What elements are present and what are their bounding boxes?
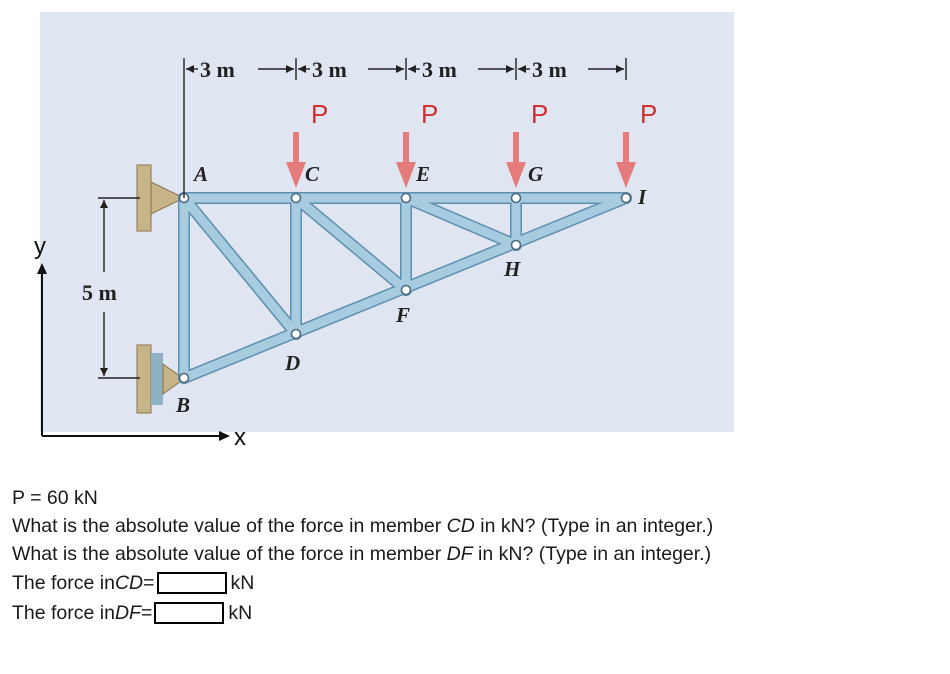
question-1-prefix: What is the absolute value of the force …: [12, 515, 447, 537]
joint-label-h: H: [503, 257, 521, 281]
problem-statement: P = 60 kN What is the absolute value of …: [12, 484, 942, 628]
answer-cd-unit: kN: [230, 572, 255, 594]
truss-figure: P P P P 3 m 3 m 3 m 3 m 5 m: [34, 12, 734, 451]
answer-row-cd: The force in CD = kN: [12, 568, 942, 598]
dimension-label-3: 3 m: [422, 57, 457, 82]
joint-label-e: E: [415, 162, 430, 186]
question-2-suffix: in kN? (Type in an integer.): [472, 543, 712, 565]
height-dimension: [98, 197, 140, 379]
answer-cd-member: CD: [114, 572, 144, 594]
joint-label-g: G: [528, 162, 543, 186]
truss-joints: [178, 192, 632, 384]
question-2-prefix: What is the absolute value of the force …: [12, 543, 447, 565]
answer-cd-equals: =: [143, 572, 155, 594]
answer-df-member: DF: [114, 602, 141, 624]
answer-df-input[interactable]: [154, 602, 225, 624]
load-arrows: [286, 132, 636, 188]
truss-members: [178, 192, 632, 384]
axis-label-x: x: [234, 424, 246, 451]
dimension-label-4: 3 m: [532, 57, 567, 82]
support-b: [136, 344, 185, 414]
answer-df-label-prefix: The force in: [12, 602, 115, 624]
support-a: [136, 164, 186, 232]
joint-label-d: D: [284, 351, 300, 375]
load-label-c: P: [311, 99, 328, 129]
dimension-line: [183, 58, 627, 198]
question-1: What is the absolute value of the force …: [12, 512, 942, 540]
question-1-suffix: in kN? (Type in an integer.): [474, 515, 714, 537]
given-value: P = 60 kN: [12, 487, 98, 509]
dimension-label-1: 3 m: [200, 57, 235, 82]
question-2: What is the absolute value of the force …: [12, 540, 942, 568]
load-label-g: P: [531, 99, 548, 129]
answer-cd-label-prefix: The force in: [12, 572, 115, 594]
question-1-member: CD: [446, 515, 475, 537]
joint-label-f: F: [395, 303, 410, 327]
load-label-i: P: [640, 99, 657, 129]
joint-label-c: C: [305, 162, 320, 186]
joint-label-b: B: [175, 393, 190, 417]
answer-df-equals: =: [140, 602, 153, 624]
height-label: 5 m: [82, 280, 117, 305]
load-label-e: P: [421, 99, 438, 129]
joint-label-i: I: [637, 185, 647, 209]
joint-label-a: A: [192, 162, 208, 186]
answer-row-df: The force in DF = kN: [12, 598, 942, 628]
question-2-member: DF: [446, 543, 473, 565]
answer-cd-input[interactable]: [156, 572, 227, 594]
axis-label-y: y: [34, 233, 46, 260]
answer-df-unit: kN: [228, 602, 253, 624]
coordinate-axes: [37, 263, 230, 441]
dimension-label-2: 3 m: [312, 57, 347, 82]
